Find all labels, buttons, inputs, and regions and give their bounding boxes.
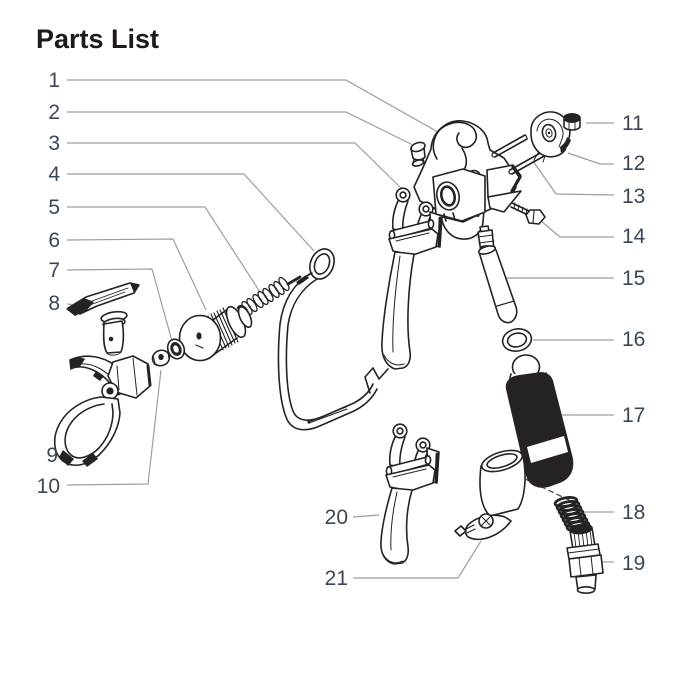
leader-line-1	[67, 79, 453, 141]
part-pin-upper	[491, 134, 528, 158]
leader-line-14	[540, 220, 614, 238]
callout-13: 13	[622, 185, 645, 208]
leader-line-4	[67, 173, 315, 252]
part-washer	[166, 338, 186, 360]
callout-18: 18	[622, 501, 645, 524]
callout-labels: 1 2 3 4 5 6 7 8 9 10 11 12 13 14 15 16 1…	[37, 69, 646, 590]
part-trigger-guard-bow	[277, 248, 389, 431]
callout-4: 4	[48, 163, 60, 186]
callout-7: 7	[48, 259, 60, 282]
part-trigger-two-finger	[380, 423, 440, 565]
callout-2: 2	[48, 101, 60, 124]
callout-17: 17	[622, 404, 645, 427]
part-lock-nut	[563, 113, 581, 131]
part-screw	[510, 202, 546, 225]
callout-11: 11	[622, 112, 644, 135]
part-atomizer-valve	[178, 305, 253, 362]
part-trigger-stop-cover	[530, 111, 571, 163]
callout-20: 20	[325, 506, 348, 529]
callout-3: 3	[48, 132, 60, 155]
leader-line-13	[532, 160, 615, 196]
part-filter-housing	[454, 449, 526, 541]
callout-10: 10	[37, 475, 60, 498]
part-packing-nut	[410, 141, 426, 167]
callout-5: 5	[48, 196, 60, 219]
leader-line-3	[67, 142, 405, 192]
leader-line-2	[67, 111, 416, 147]
leader-lines	[65, 79, 615, 579]
callout-21: 21	[325, 567, 348, 590]
page-title: Parts List	[36, 24, 159, 54]
part-suction-tube	[477, 245, 518, 324]
leader-line-21	[353, 540, 482, 579]
part-seat	[151, 349, 171, 367]
leader-line-5	[67, 206, 261, 293]
callout-1: 1	[48, 69, 60, 92]
callout-14: 14	[622, 225, 646, 248]
part-gun-head	[413, 120, 522, 253]
callout-15: 15	[622, 267, 645, 290]
leader-line-10	[66, 369, 162, 486]
part-tip-guard	[53, 355, 152, 467]
callout-19: 19	[622, 552, 645, 575]
callout-9: 9	[46, 444, 58, 467]
leader-line-12	[567, 152, 614, 165]
part-spray-tip	[66, 282, 140, 356]
callout-8: 8	[48, 292, 60, 315]
part-inlet-fitting	[566, 523, 604, 594]
callout-6: 6	[48, 229, 60, 252]
callout-12: 12	[622, 152, 645, 175]
callout-16: 16	[622, 328, 645, 351]
part-trigger	[381, 187, 443, 370]
leader-line-7	[66, 268, 173, 342]
part-o-ring	[501, 328, 533, 352]
leader-line-20	[352, 514, 380, 518]
leader-line-6	[66, 238, 207, 311]
